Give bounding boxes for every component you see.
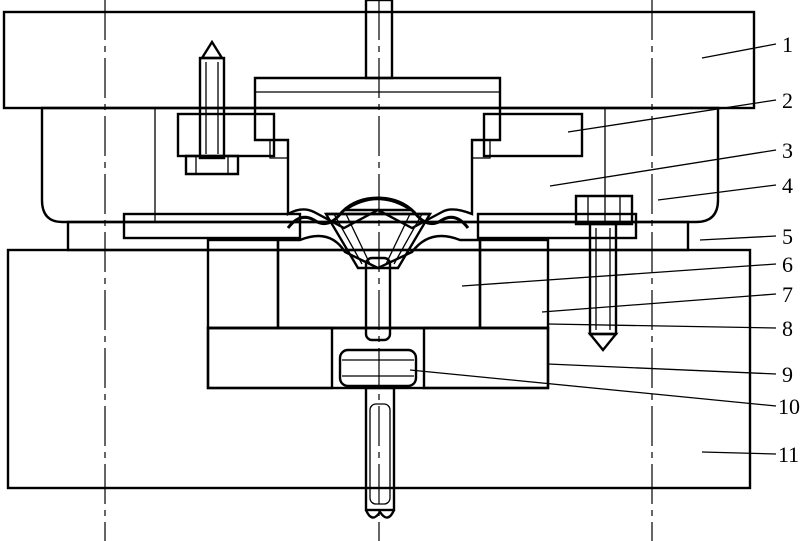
callout-10: 10 [778, 394, 800, 419]
callout-4: 4 [782, 173, 793, 198]
right-screw [574, 194, 634, 352]
punch [253, 76, 502, 230]
spacer-ring [66, 220, 690, 252]
cone-insert [323, 212, 433, 270]
ejector-rod [364, 386, 396, 519]
callout-7: 7 [782, 282, 793, 307]
callout-labels: 1 2 3 4 5 6 7 8 9 10 11 [778, 32, 800, 467]
ejector-pin [338, 348, 418, 388]
callout-9: 9 [782, 362, 793, 387]
workpiece [286, 196, 470, 229]
centerlines [104, 0, 653, 541]
leader-lines [409, 43, 777, 455]
guide-pin [364, 256, 392, 342]
callout-11: 11 [778, 442, 799, 467]
stripper-housing [40, 106, 720, 224]
callout-8: 8 [782, 316, 793, 341]
callout-1: 1 [782, 32, 793, 57]
stripper-plate [122, 212, 638, 240]
callout-3: 3 [782, 138, 793, 163]
callout-6: 6 [782, 252, 793, 277]
left-screw [184, 39, 240, 176]
callout-5: 5 [782, 224, 793, 249]
retainer-ring [176, 112, 584, 159]
callout-2: 2 [782, 88, 793, 113]
die-insert [276, 234, 482, 330]
